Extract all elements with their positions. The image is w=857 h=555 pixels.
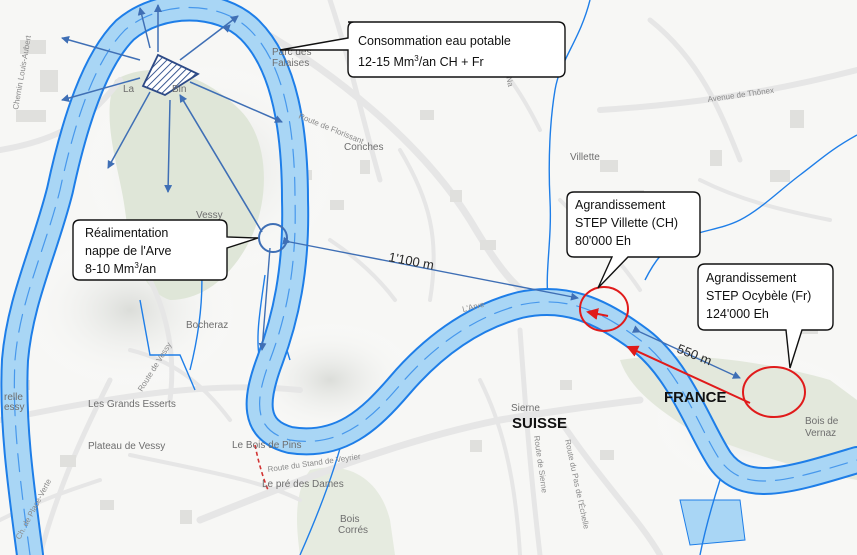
callout-realimentation-line2: nappe de l'Arve <box>85 244 172 258</box>
callout-step-villette-line2: STEP Villette (CH) <box>575 216 678 230</box>
callout-consommation-line2-suffix: /an CH + Fr <box>419 55 484 69</box>
place-bocheraz: Bocheraz <box>186 320 228 331</box>
place-bois-vernaz-1: Bois de <box>805 416 839 427</box>
callout-step-ocybele-line3: 124'000 Eh <box>706 307 769 321</box>
callout-consommation-line2: 12-15 Mm3/an CH + Fr <box>358 54 484 69</box>
callout-realimentation[interactable]: Réalimentation nappe de l'Arve 8-10 Mm3/… <box>72 219 259 281</box>
callout-step-ocybele-line1: Agrandissement <box>706 271 797 285</box>
place-parc-falaises-2: Falaises <box>272 58 309 69</box>
callout-realimentation-line3-suffix: /an <box>139 262 156 276</box>
recharge-link-arrow <box>258 247 271 351</box>
distance-arrow-villette <box>282 236 579 301</box>
callout-consommation[interactable]: Consommation eau potable 12-15 Mm3/an CH… <box>279 21 566 78</box>
place-vessy: Vessy <box>196 210 223 221</box>
country-france: FRANCE <box>664 389 727 406</box>
step-ocybele-circle[interactable] <box>742 366 806 418</box>
catchment-area <box>141 53 200 97</box>
flow-arrows <box>61 4 283 193</box>
callout-step-ocybele-line2: STEP Ocybèle (Fr) <box>706 289 811 303</box>
place-sierne: Sierne <box>511 403 540 414</box>
place-bois-corres-2: Corrés <box>338 525 368 536</box>
callout-step-villette[interactable]: Agrandissement STEP Villette (CH) 80'000… <box>566 191 701 289</box>
callout-consommation-line2-prefix: 12-15 Mm <box>358 55 414 69</box>
place-bois-vernaz-2: Vernaz <box>805 428 836 439</box>
place-pre-des-dames: Le pré des Dames <box>262 479 344 490</box>
place-la-bin-1: La <box>123 84 135 95</box>
callout-realimentation-line3-prefix: 8-10 Mm <box>85 262 134 276</box>
place-plateau-vessy: Plateau de Vessy <box>88 441 165 452</box>
callout-step-villette-line1: Agrandissement <box>575 198 666 212</box>
callout-consommation-line1: Consommation eau potable <box>358 34 511 48</box>
place-conches: Conches <box>344 142 383 153</box>
recharge-arrow <box>179 94 263 233</box>
place-relle: relle <box>4 392 23 403</box>
place-parc-falaises-1: Parc des <box>272 47 311 58</box>
place-la-bin-2: Bin <box>172 84 186 95</box>
callout-realimentation-sup: 3 <box>134 261 139 270</box>
callout-realimentation-line3: 8-10 Mm3/an <box>85 261 156 276</box>
callout-step-ocybele[interactable]: Agrandissement STEP Ocybèle (Fr) 124'000… <box>697 263 834 369</box>
callout-step-villette-line3: 80'000 Eh <box>575 234 631 248</box>
callout-consommation-sup: 3 <box>414 54 419 63</box>
place-grands-esserts: Les Grands Esserts <box>88 399 176 410</box>
place-essy: essy <box>4 402 25 413</box>
border-line <box>254 444 269 491</box>
step-villette-circle[interactable] <box>579 286 629 332</box>
callout-realimentation-line1: Réalimentation <box>85 226 168 240</box>
step-villette-pointer <box>586 308 609 320</box>
country-suisse: SUISSE <box>512 415 567 432</box>
place-bois-de-pins: Le Bois de Pins <box>232 440 302 451</box>
distance-arrow-ocybele <box>631 325 741 379</box>
place-villette: Villette <box>570 152 600 163</box>
place-bois-corres-1: Bois <box>340 514 359 525</box>
